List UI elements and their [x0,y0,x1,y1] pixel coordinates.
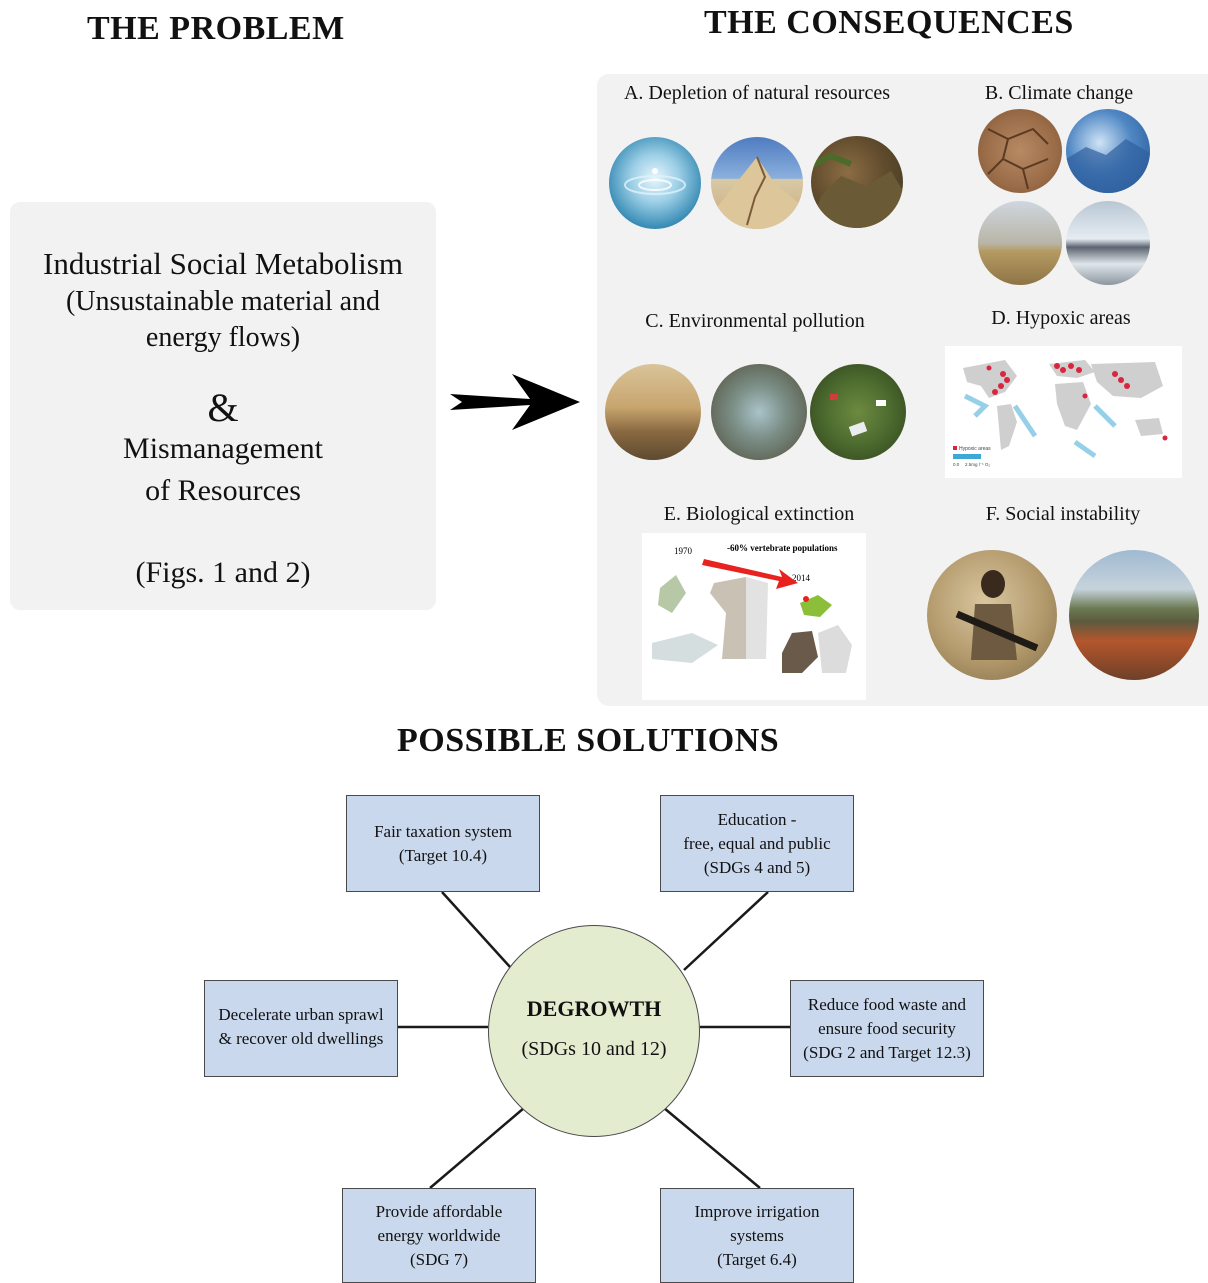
solution-box-line: (Target 6.4) [717,1249,797,1269]
solution-box-line: (SDG 2 and Target 12.3) [803,1042,971,1062]
solution-box-line: free, equal and public [683,833,831,853]
consequence-label-d: D. Hypoxic areas [991,307,1131,329]
degrowth-subtitle: (SDGs 10 and 12) [521,1038,667,1060]
solution-box-urban-sprawl: Decelerate urban sprawl & recover old dw… [204,980,398,1077]
consequence-label-f: F. Social instability [985,503,1141,525]
solution-box-line: Education - [717,809,797,829]
extinction-year-start: 1970 [674,546,693,556]
child-soldier-photo [927,550,1057,680]
degrowth-title: DEGROWTH [526,996,662,1021]
solution-box-affordable-energy: Provide affordable energy worldwide (SDG… [342,1188,536,1283]
solution-box-line: Decelerate urban sprawl [218,1005,384,1024]
extinction-caption: -60% vertebrate populations [727,543,838,553]
problem-box: Industrial Social Metabolism (Unsustaina… [10,202,436,610]
solution-box-line: (SDG 7) [409,1249,469,1269]
solution-box-line: (Target 10.4) [398,845,488,865]
sand-dune-photo [711,137,803,229]
litter-photo [810,364,906,460]
decline-arrow-icon [702,559,798,589]
hypoxic-legend: Hypoxic areas [959,446,991,452]
degrowth-circle: DEGROWTH (SDGs 10 and 12) [488,925,700,1137]
ampersand: & [207,385,239,430]
extinction-year-end: 2014 [792,573,811,583]
glacier-photo [1066,109,1150,193]
solution-box-line: & recover old dwellings [218,1029,384,1048]
solution-box-line: (SDGs 4 and 5) [703,857,811,877]
bird-icon [782,631,818,673]
consequences-panel: A. Depletion of natural resources B. Cli… [597,74,1208,706]
extinction-illustration: 1970 -60% vertebrate populations 2014 [642,533,866,700]
water-drop-photo [609,137,701,229]
rocky-ground-photo [811,136,903,228]
hypoxic-scale-min: 0.0 [953,462,960,467]
hypoxic-scale-max: 2.5mg l⁻¹ O₂ [965,462,990,467]
solution-box-line: Provide affordable [375,1201,503,1221]
waste-landscape-photo [1069,550,1199,680]
dust-storm-photo [978,201,1062,285]
consequence-label-c: C. Environmental pollution [645,310,865,332]
solution-box-food-waste: Reduce food waste and ensure food securi… [790,980,984,1077]
solution-box-irrigation: Improve irrigation systems (Target 6.4) [660,1188,854,1283]
hypoxic-world-map: Hypoxic areas 0.0 2.5mg l⁻¹ O₂ [945,346,1182,478]
solution-box-line: systems [730,1225,784,1245]
solution-box-line: ensure food security [818,1018,956,1038]
solution-box-line: Improve irrigation [694,1201,820,1221]
problem-heading: THE PROBLEM [87,10,345,47]
smog-city-photo [605,364,701,460]
solution-box-line: energy worldwide [377,1225,501,1245]
solution-box-line: Reduce food waste and [807,994,967,1014]
solutions-heading: POSSIBLE SOLUTIONS [397,722,780,759]
problem-line-3: energy flows) [145,322,301,353]
arrow-icon [450,374,580,430]
cracked-earth-photo [978,109,1062,193]
consequence-label-b: B. Climate change [984,82,1134,104]
solution-box-line: Fair taxation system [374,821,512,841]
giraffe-icon [710,577,746,659]
fish-icon [652,633,718,663]
snow-landscape-photo [1066,201,1150,285]
problem-line-5: of Resources [145,474,301,507]
frog-icon [658,575,686,613]
problem-figs-ref: (Figs. 1 and 2) [135,556,311,589]
solution-box-fair-taxation: Fair taxation system (Target 10.4) [346,795,540,892]
solution-box-education: Education - free, equal and public (SDGs… [660,795,854,892]
consequence-label-a: A. Depletion of natural resources [623,82,891,104]
problem-line-2: (Unsustainable material and [65,286,381,317]
problem-line-4: Mismanagement [123,432,323,465]
problem-line-1: Industrial Social Metabolism [43,246,403,281]
consequence-label-e: E. Biological extinction [663,503,855,525]
polluted-pond-photo [711,364,807,460]
consequences-heading: THE CONSEQUENCES [704,4,1074,41]
